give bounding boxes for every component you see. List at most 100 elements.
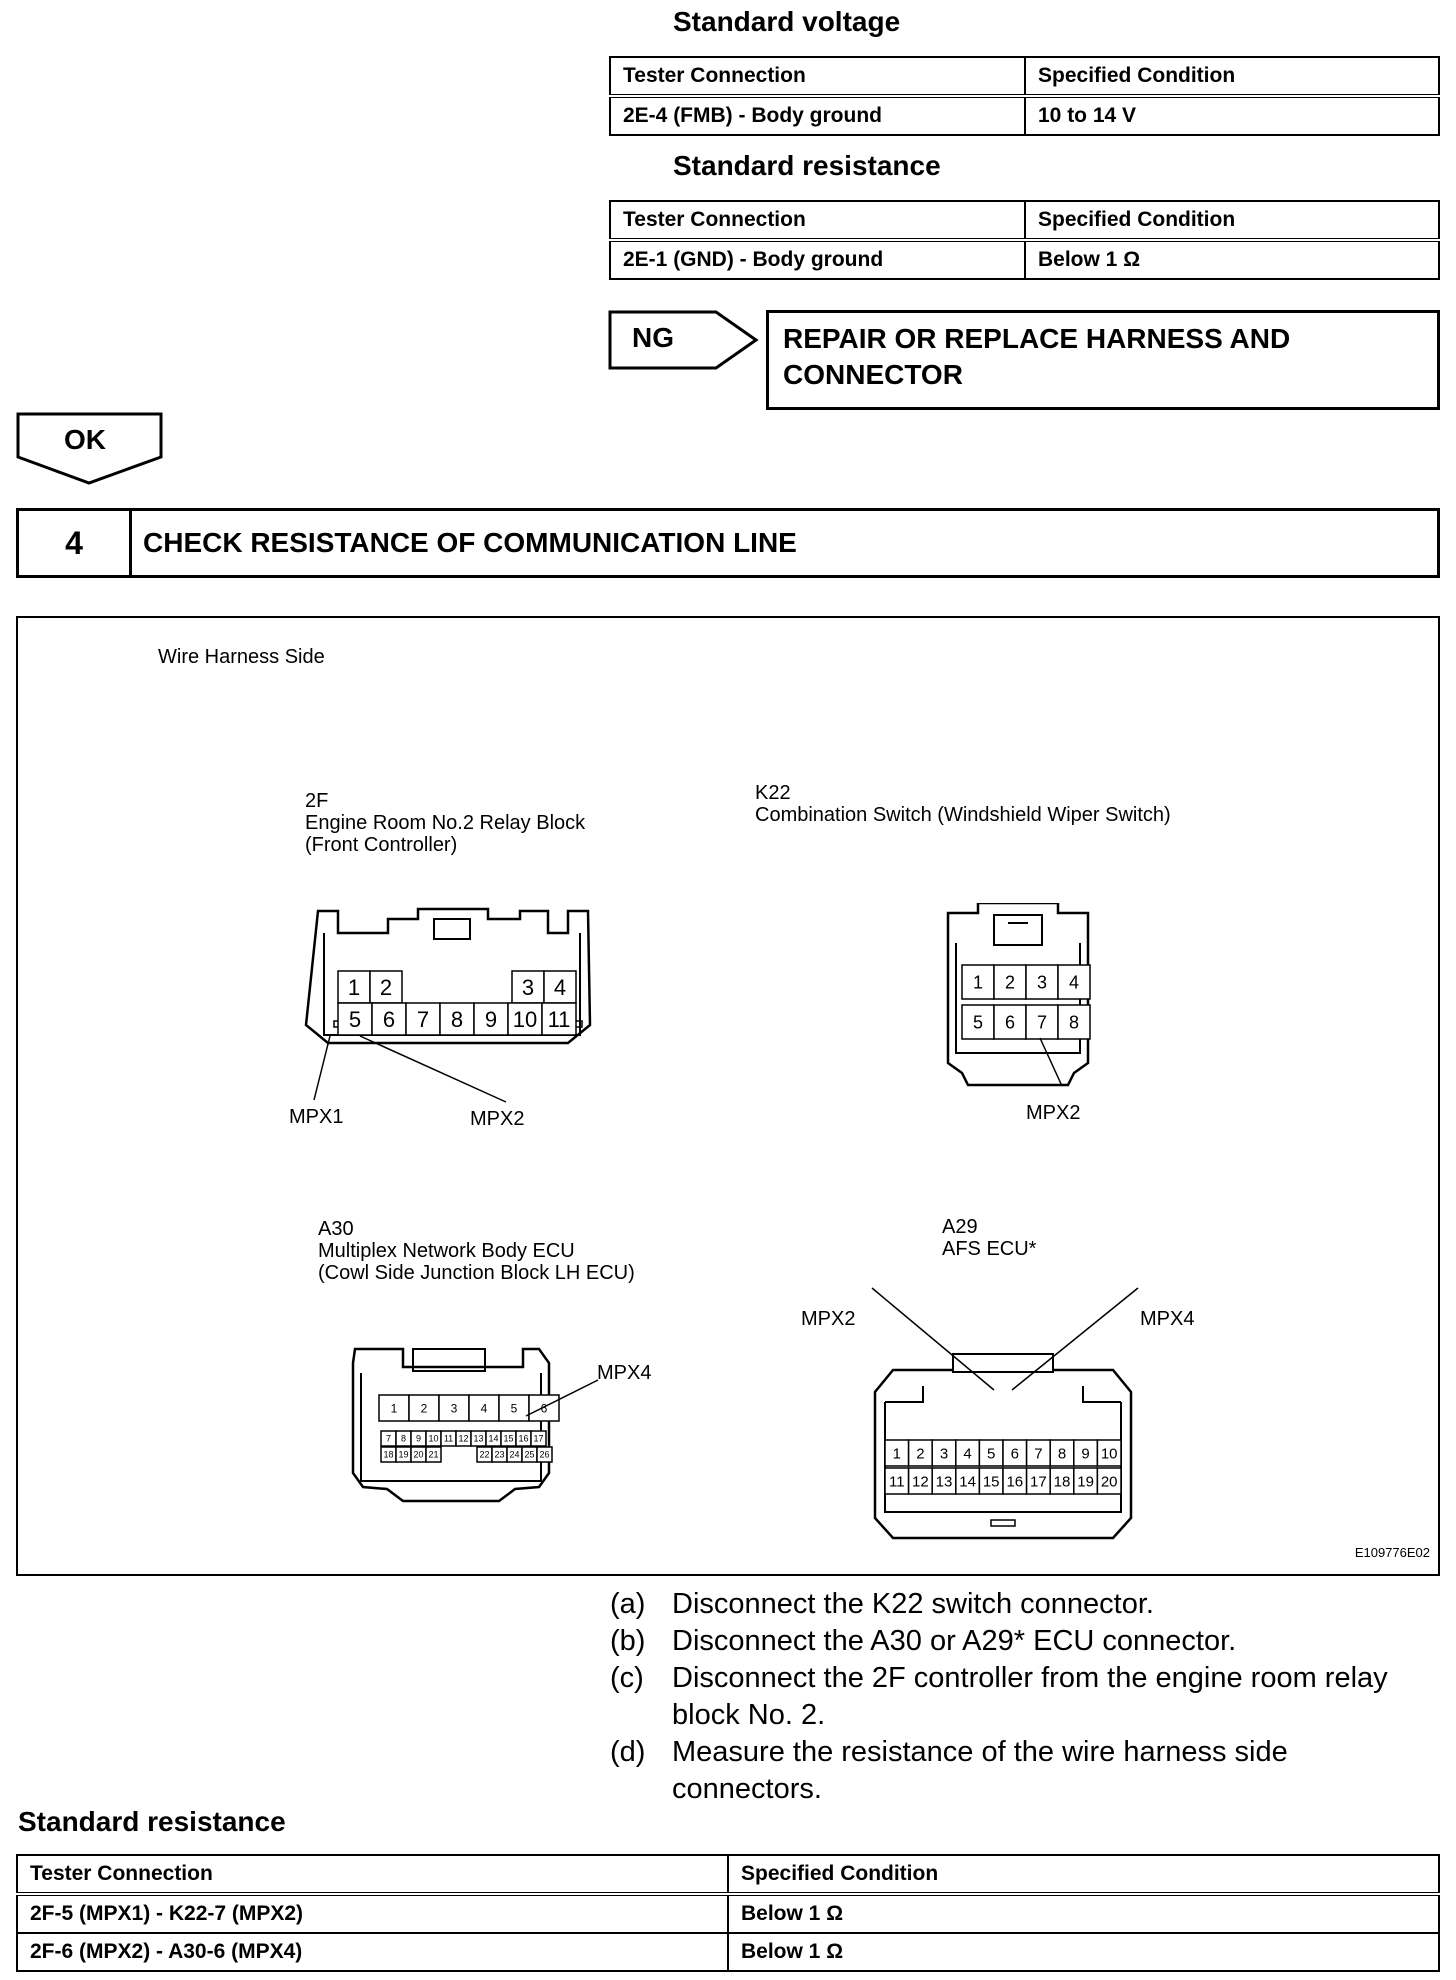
pin-cell bbox=[1025, 964, 1059, 1000]
ng-arrow-icon bbox=[608, 310, 759, 370]
pin-cell bbox=[541, 1002, 577, 1036]
pin-label: 9 bbox=[416, 1434, 421, 1444]
cell-specified-condition: 10 to 14 V bbox=[1024, 95, 1440, 136]
table-row: 2F-5 (MPX1) - K22-7 (MPX2) Below 1 Ω bbox=[16, 1893, 1440, 1934]
pin-cell bbox=[1057, 1004, 1091, 1040]
pin-label: 14 bbox=[488, 1434, 498, 1444]
instruction-item: (c) Disconnect the 2F controller from th… bbox=[610, 1660, 1432, 1734]
pin-label: 16 bbox=[1006, 1473, 1023, 1490]
pin-label: 3 bbox=[451, 1401, 458, 1415]
connector-2f-id: 2F bbox=[305, 790, 329, 812]
connector-a29-callout-mpx2: MPX2 bbox=[801, 1308, 856, 1330]
table-header-row: Tester Connection Specified Condition bbox=[609, 200, 1440, 242]
cell-tester-connection: 2E-4 (FMB) - Body ground bbox=[609, 95, 1026, 136]
pin-label: 10 bbox=[428, 1434, 438, 1444]
pin-label: 3 bbox=[1037, 972, 1047, 992]
pin-label: 1 bbox=[893, 1445, 901, 1462]
standard-resistance-title: Standard resistance bbox=[673, 150, 941, 181]
connector-a30-name: Multiplex Network Body ECU bbox=[318, 1240, 575, 1262]
cell-specified-condition: Below 1 Ω bbox=[727, 1932, 1440, 1972]
connector-2f-callout-lines bbox=[313, 1035, 507, 1103]
instruction-label: (a) bbox=[610, 1588, 646, 1620]
instruction-text: Disconnect the A30 or A29* ECU connector… bbox=[672, 1625, 1237, 1657]
instruction-item: (d) Measure the resistance of the wire h… bbox=[610, 1734, 1432, 1808]
pin-cell bbox=[337, 970, 371, 1004]
header-specified-condition: Specified Condition bbox=[1024, 56, 1440, 98]
pin-label: 6 bbox=[1005, 1012, 1015, 1032]
instruction-label: (d) bbox=[610, 1736, 646, 1768]
pin-label: 14 bbox=[959, 1473, 976, 1490]
pin-cell bbox=[536, 1446, 553, 1463]
connector-a30-id: A30 bbox=[318, 1218, 354, 1240]
header-specified-condition: Specified Condition bbox=[727, 1854, 1440, 1896]
standard-voltage-title: Standard voltage bbox=[673, 6, 901, 37]
connector-k22-callout-line bbox=[1039, 1037, 1063, 1087]
instruction-text: Disconnect the K22 switch connector. bbox=[672, 1588, 1154, 1620]
pin-label: 11 bbox=[889, 1473, 905, 1490]
pin-label: 7 bbox=[1037, 1012, 1047, 1032]
pin-label: 11 bbox=[444, 1434, 453, 1444]
pin-label: 2 bbox=[380, 975, 392, 1000]
pin-label: 6 bbox=[383, 1007, 395, 1032]
pin-label: 16 bbox=[518, 1434, 528, 1444]
instruction-item: (b) Disconnect the A30 or A29* ECU conne… bbox=[610, 1623, 1432, 1660]
connector-a29-id: A29 bbox=[942, 1216, 978, 1238]
header-tester-connection: Tester Connection bbox=[609, 200, 1026, 242]
pin-label: 15 bbox=[983, 1473, 1000, 1490]
connector-k22-name: Combination Switch (Windshield Wiper Swi… bbox=[755, 804, 1171, 826]
connector-2f-callout-mpx2: MPX2 bbox=[470, 1108, 525, 1130]
pin-label: 4 bbox=[554, 975, 566, 1000]
instruction-item: (a) Disconnect the K22 switch connector. bbox=[610, 1586, 1432, 1623]
ng-action-box: REPAIR OR REPLACE HARNESS AND CONNECTOR bbox=[766, 310, 1440, 410]
pin-label: 4 bbox=[1069, 972, 1079, 992]
pin-label: 2 bbox=[916, 1445, 924, 1462]
connector-a29-callout-lines bbox=[871, 1287, 1139, 1391]
pin-label: 5 bbox=[511, 1401, 518, 1415]
connector-a30-callout-line bbox=[525, 1379, 599, 1417]
pin-cell bbox=[1096, 1467, 1122, 1495]
step-divider bbox=[129, 511, 132, 575]
pin-cell bbox=[530, 1430, 547, 1447]
pin-label: 2 bbox=[1005, 972, 1015, 992]
instruction-text: Measure the resistance of the wire harne… bbox=[672, 1736, 1288, 1805]
ng-label: NG bbox=[632, 322, 674, 353]
pin-cell bbox=[1096, 1439, 1122, 1467]
pin-label: 5 bbox=[973, 1012, 983, 1032]
pin-label: 8 bbox=[401, 1434, 406, 1444]
instruction-text: Disconnect the 2F controller from the en… bbox=[672, 1662, 1388, 1731]
cell-specified-condition: Below 1 Ω bbox=[1024, 239, 1440, 280]
pin-label: 1 bbox=[348, 975, 360, 1000]
pin-label: 17 bbox=[1030, 1473, 1047, 1490]
header-tester-connection: Tester Connection bbox=[16, 1854, 729, 1896]
pin-label: 19 bbox=[1077, 1473, 1094, 1490]
instruction-label: (b) bbox=[610, 1625, 646, 1657]
pin-label: 11 bbox=[548, 1007, 571, 1032]
pin-label: 7 bbox=[417, 1007, 429, 1032]
connector-a30-sub: (Cowl Side Junction Block LH ECU) bbox=[318, 1262, 635, 1284]
pin-label: 18 bbox=[383, 1450, 393, 1460]
pin-label: 8 bbox=[1058, 1445, 1066, 1462]
standard-voltage-table: Tester Connection Specified Condition 2E… bbox=[609, 56, 1440, 136]
step-bar: 4 CHECK RESISTANCE OF COMMUNICATION LINE bbox=[16, 508, 1440, 578]
connector-diagram: Wire Harness Side E109776E02 2F Engine R… bbox=[16, 616, 1440, 1576]
pin-label: 6 bbox=[1011, 1445, 1019, 1462]
table-header-row: Tester Connection Specified Condition bbox=[609, 56, 1440, 98]
table-row: 2E-4 (FMB) - Body ground 10 to 14 V bbox=[609, 95, 1440, 136]
connector-a30-callout-mpx4: MPX4 bbox=[597, 1362, 652, 1384]
pin-cell bbox=[473, 1002, 509, 1036]
pin-label: 1 bbox=[973, 972, 983, 992]
step-title: CHECK RESISTANCE OF COMMUNICATION LINE bbox=[143, 527, 797, 558]
pin-label: 22 bbox=[479, 1450, 489, 1460]
pin-cell bbox=[1057, 964, 1091, 1000]
diagram-code: E109776E02 bbox=[1354, 1545, 1430, 1560]
pin-label: 8 bbox=[451, 1007, 463, 1032]
pin-label: 3 bbox=[940, 1445, 948, 1462]
pin-label: 5 bbox=[349, 1007, 361, 1032]
pin-cell bbox=[425, 1446, 442, 1463]
pin-label: 12 bbox=[458, 1434, 468, 1444]
ok-label: OK bbox=[64, 424, 106, 455]
pin-cell bbox=[405, 1002, 441, 1036]
